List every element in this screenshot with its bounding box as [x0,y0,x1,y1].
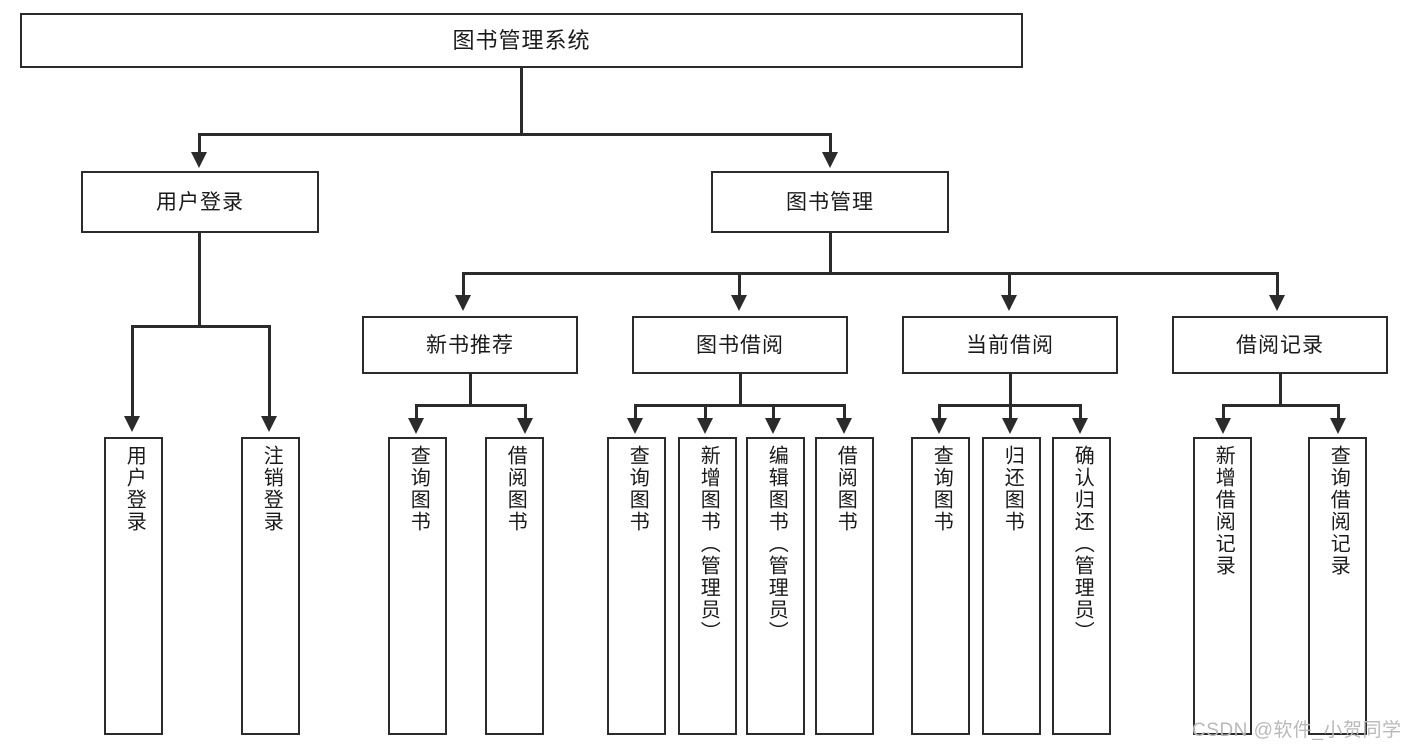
connector-bm-to-current-borrow [1008,272,1011,297]
arrow-root-to-user-login [191,152,207,168]
leaf-new-book-borrow-book[interactable]: 借阅图书 [485,437,544,735]
leaf-borrow-record-query-record[interactable]: 查询借阅记录 [1308,437,1367,735]
connector-book-borrow-bus [634,404,846,407]
arrow-root-to-book-management [822,152,838,168]
node-label: 新书推荐 [426,333,514,357]
connector-br-to-leaf-2 [1337,404,1340,420]
leaf-label: 新增图书（管理员） [697,445,720,643]
leaf-book-borrow-add-book-admin[interactable]: 新增图书（管理员） [678,437,737,735]
arrow-br-to-leaf-1 [1215,418,1231,434]
connector-new-book-bus [415,404,527,407]
connector-root-to-user-login [198,133,201,154]
connector-user-login-to-leaf-1 [131,325,134,418]
leaf-current-borrow-return-book[interactable]: 归还图书 [982,437,1041,735]
node-user-login[interactable]: 用户登录 [81,171,319,233]
connector-root-stem [520,68,523,134]
leaf-label: 新增借阅记录 [1212,445,1235,577]
leaf-label: 归还图书 [1001,445,1024,533]
leaf-label: 借阅图书 [504,445,527,533]
connector-root-to-book-management [829,133,832,154]
leaf-current-borrow-confirm-return-admin[interactable]: 确认归还（管理员） [1052,437,1111,735]
connector-cb-to-leaf-1 [938,404,941,420]
leaf-user-login-logout[interactable]: 注销登录 [241,437,300,735]
arrow-bb-to-leaf-3 [765,418,781,434]
leaf-label: 查询借阅记录 [1327,445,1350,577]
connector-bb-to-leaf-1 [634,404,637,420]
arrow-bm-to-current-borrow [1001,295,1017,311]
arrow-new-book-to-leaf-2 [517,418,533,434]
leaf-label: 注销登录 [260,445,283,533]
connector-root-bus [198,133,832,136]
connector-user-login-bus [131,325,270,328]
leaf-book-borrow-query-book[interactable]: 查询图书 [607,437,666,735]
arrow-cb-to-leaf-3 [1072,418,1088,434]
connector-current-borrow-stem [1009,374,1012,406]
arrow-user-login-to-leaf-2 [261,416,277,432]
node-new-book-recommend[interactable]: 新书推荐 [362,316,578,374]
arrow-bm-to-borrow-record [1269,295,1285,311]
leaf-label: 用户登录 [123,445,146,533]
leaf-book-borrow-edit-book-admin[interactable]: 编辑图书（管理员） [746,437,805,735]
node-label: 当前借阅 [966,333,1054,357]
connector-new-book-stem [469,374,472,406]
leaf-label: 查询图书 [407,445,430,533]
leaf-borrow-record-add-record[interactable]: 新增借阅记录 [1193,437,1252,735]
connector-borrow-record-stem [1279,374,1282,406]
leaf-new-book-query-book[interactable]: 查询图书 [388,437,447,735]
arrow-cb-to-leaf-1 [931,418,947,434]
arrow-bb-to-leaf-4 [836,418,852,434]
arrow-br-to-leaf-2 [1330,418,1346,434]
node-label: 图书管理系统 [452,27,591,53]
leaf-current-borrow-query-book[interactable]: 查询图书 [911,437,970,735]
connector-br-to-leaf-1 [1222,404,1225,420]
connector-new-book-to-leaf-2 [524,404,527,420]
arrow-new-book-to-leaf-1 [408,418,424,434]
node-label: 图书借阅 [696,333,784,357]
connector-bb-to-leaf-4 [843,404,846,420]
arrow-bm-to-book-borrow [731,295,747,311]
node-book-management[interactable]: 图书管理 [711,171,949,233]
arrow-user-login-to-leaf-1 [124,416,140,432]
leaf-label: 查询图书 [930,445,953,533]
arrow-bb-to-leaf-1 [627,418,643,434]
connector-cb-to-leaf-2 [1009,404,1012,420]
node-current-borrow[interactable]: 当前借阅 [902,316,1118,374]
node-borrow-record[interactable]: 借阅记录 [1172,316,1388,374]
connector-bm-to-book-borrow [738,272,741,297]
node-label: 图书管理 [786,190,874,214]
arrow-cb-to-leaf-2 [1002,418,1018,434]
connector-borrow-record-bus [1222,404,1340,407]
connector-book-borrow-stem [739,374,742,406]
leaf-book-borrow-borrow-book[interactable]: 借阅图书 [815,437,874,735]
connector-book-management-stem [829,233,832,273]
connector-new-book-to-leaf-1 [415,404,418,420]
connector-bb-to-leaf-2 [704,404,707,420]
connector-bm-to-borrow-record [1276,272,1279,297]
node-root-book-management-system[interactable]: 图书管理系统 [20,13,1023,68]
arrow-bm-to-new-book [455,295,471,311]
connector-bm-to-new-book [462,272,465,297]
connector-user-login-stem [198,233,201,326]
leaf-label: 编辑图书（管理员） [765,445,788,643]
node-label: 借阅记录 [1236,333,1324,357]
leaf-user-login-login[interactable]: 用户登录 [104,437,163,735]
csdn-watermark: CSDN @软件_小贺同学 [1192,720,1402,741]
leaf-label: 查询图书 [626,445,649,533]
leaf-label: 确认归还（管理员） [1071,445,1094,643]
connector-bb-to-leaf-3 [772,404,775,420]
node-book-borrow[interactable]: 图书借阅 [632,316,848,374]
connector-book-management-bus [462,272,1279,275]
leaf-label: 借阅图书 [834,445,857,533]
connector-cb-to-leaf-3 [1079,404,1082,420]
arrow-bb-to-leaf-2 [697,418,713,434]
connector-user-login-to-leaf-2 [268,325,271,418]
node-label: 用户登录 [156,190,244,214]
